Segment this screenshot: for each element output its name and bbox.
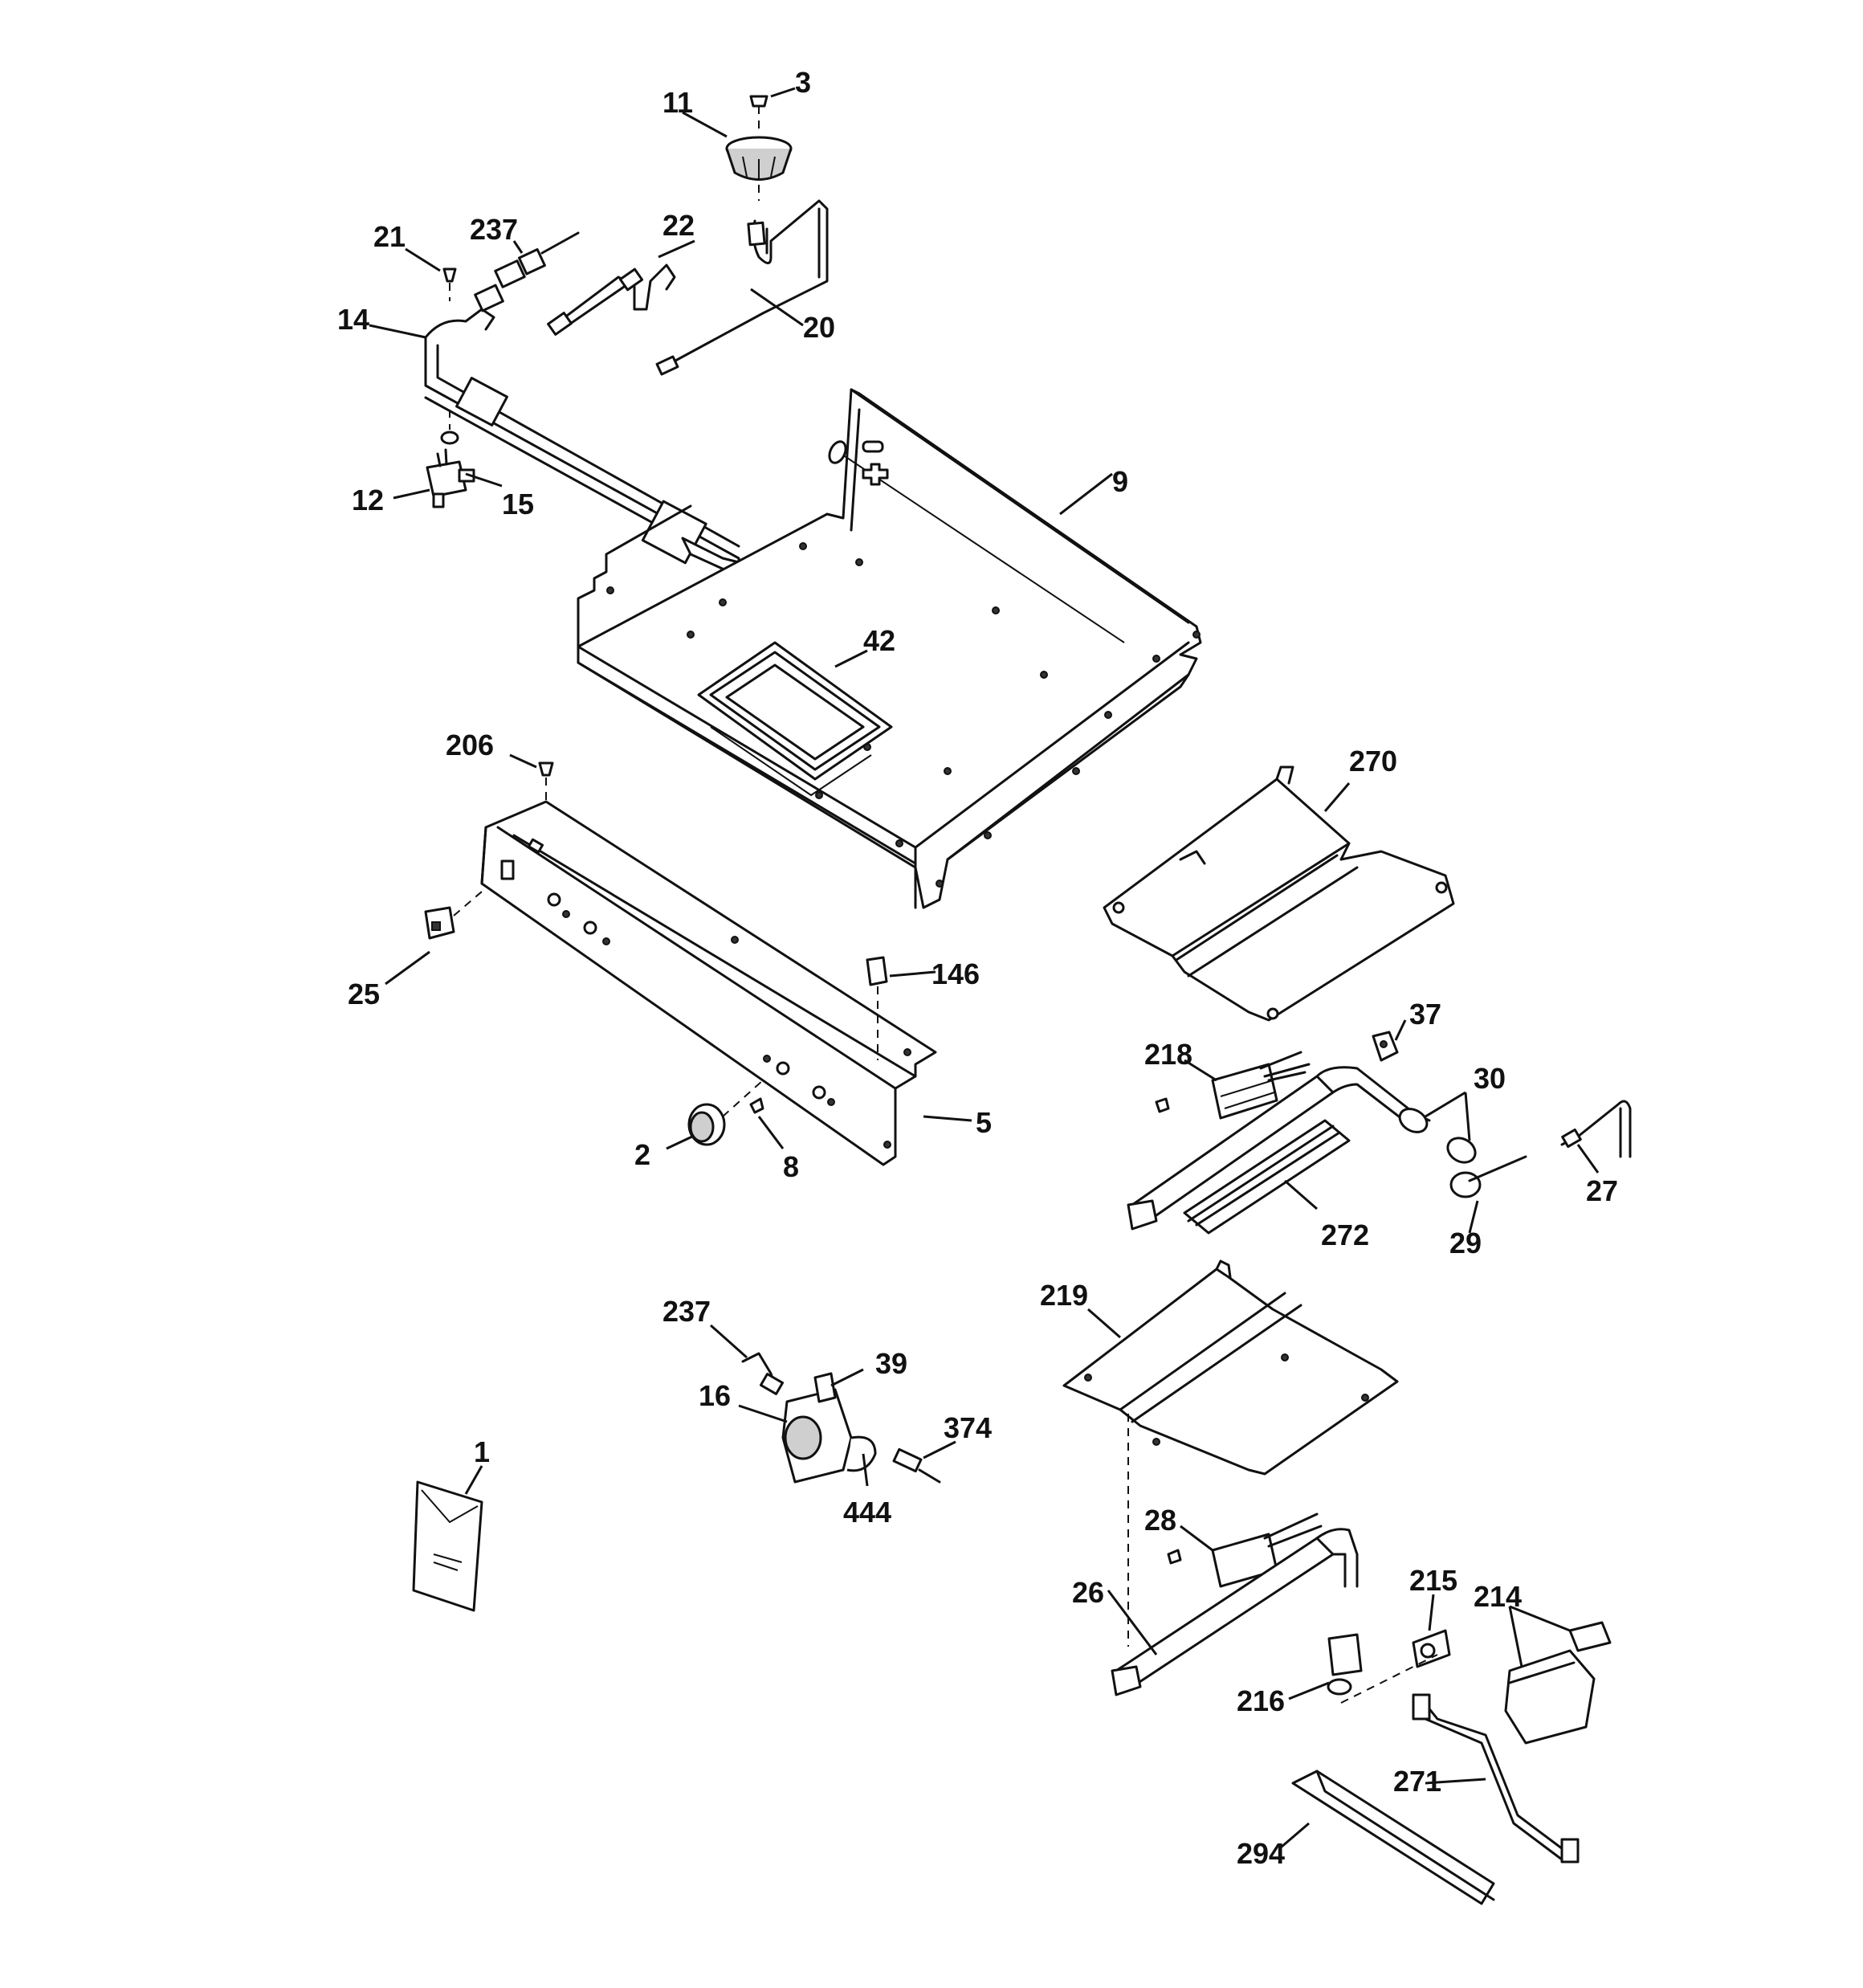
part-237-fitting-top[interactable] — [474, 231, 580, 312]
part-374-fitting[interactable] — [892, 1447, 941, 1484]
part-22-tube[interactable] — [547, 263, 676, 336]
part-27-tube[interactable] — [1560, 1100, 1632, 1158]
leader-lines — [369, 87, 1600, 1849]
part-3-screw[interactable] — [749, 95, 768, 108]
part-28-igniter[interactable] — [1167, 1512, 1323, 1588]
callout-214: 214 — [1474, 1580, 1522, 1613]
part-237-fitting-lower[interactable] — [741, 1352, 785, 1395]
part-1-envelope[interactable] — [412, 1480, 483, 1612]
callout-21: 21 — [373, 220, 406, 253]
part-21-screw[interactable] — [442, 267, 457, 301]
part-294-bracket[interactable] — [1291, 1770, 1495, 1905]
callout-272: 272 — [1321, 1219, 1369, 1251]
callout-237-lower: 237 — [662, 1295, 711, 1328]
callout-labels: 11 3 21 237 22 14 20 9 12 15 42 206 270 … — [337, 66, 1618, 1870]
callout-237: 237 — [470, 213, 518, 246]
callout-219: 219 — [1040, 1279, 1088, 1312]
callout-3: 3 — [795, 66, 811, 99]
callout-28: 28 — [1144, 1504, 1176, 1537]
part-271-tube[interactable] — [1412, 1693, 1580, 1863]
callout-270: 270 — [1349, 745, 1397, 778]
part-42-access-cover[interactable] — [697, 641, 893, 797]
part-215-bracket[interactable] — [1340, 1629, 1451, 1704]
part-270-shield[interactable] — [1103, 765, 1455, 1022]
part-12-15-valve[interactable] — [426, 410, 475, 508]
callout-29: 29 — [1449, 1227, 1482, 1259]
callout-5: 5 — [976, 1106, 992, 1139]
callout-271: 271 — [1393, 1765, 1441, 1798]
callout-26: 26 — [1072, 1576, 1104, 1609]
part-14-manifold-pipe[interactable] — [424, 308, 740, 576]
part-218-igniter[interactable] — [1155, 1051, 1311, 1120]
callout-206: 206 — [446, 729, 494, 761]
callout-30: 30 — [1474, 1062, 1506, 1095]
part-216-orifice[interactable] — [1327, 1633, 1363, 1696]
callout-215: 215 — [1409, 1564, 1457, 1597]
part-5-manifold-panel[interactable] — [480, 800, 937, 1166]
callout-15: 15 — [502, 488, 534, 520]
part-272-bake-burner[interactable] — [1127, 1066, 1431, 1235]
callout-9: 9 — [1112, 465, 1128, 498]
callout-294: 294 — [1237, 1837, 1285, 1870]
callout-39: 39 — [875, 1347, 907, 1380]
part-26-broil-burner[interactable] — [1111, 1414, 1359, 1696]
part-8-screw[interactable] — [749, 1097, 764, 1114]
callout-12: 12 — [352, 484, 384, 516]
part-11-burner-head[interactable] — [725, 106, 793, 201]
part-2-knob[interactable] — [687, 1080, 764, 1146]
callout-374: 374 — [944, 1411, 992, 1444]
callout-8: 8 — [783, 1150, 799, 1183]
callout-1: 1 — [474, 1435, 490, 1468]
part-146-bracket[interactable] — [866, 956, 888, 1060]
callout-22: 22 — [662, 209, 695, 242]
callout-216: 216 — [1237, 1684, 1285, 1717]
callout-16: 16 — [699, 1379, 731, 1412]
part-20-burner-tube[interactable] — [655, 199, 829, 376]
part-25-clip[interactable] — [424, 891, 483, 940]
callout-2: 2 — [634, 1138, 650, 1171]
part-30-orifice[interactable] — [1396, 1104, 1480, 1167]
callout-11: 11 — [662, 86, 693, 119]
callout-218: 218 — [1144, 1038, 1192, 1071]
part-206-screw[interactable] — [538, 761, 554, 802]
callout-20: 20 — [803, 311, 835, 344]
callout-14: 14 — [337, 303, 369, 336]
callout-42: 42 — [863, 624, 895, 657]
part-9-burner-box[interactable] — [577, 388, 1202, 909]
callout-25: 25 — [348, 978, 380, 1010]
part-219-shield[interactable] — [1062, 1259, 1399, 1476]
callout-27: 27 — [1586, 1174, 1618, 1207]
part-29-fitting[interactable] — [1449, 1155, 1527, 1198]
callout-37: 37 — [1409, 998, 1441, 1031]
part-16-39-pressure-regulator[interactable] — [781, 1372, 877, 1484]
callout-444: 444 — [843, 1496, 891, 1529]
callout-146: 146 — [932, 957, 980, 990]
part-214-spark-module[interactable] — [1504, 1621, 1612, 1745]
part-37-bracket[interactable] — [1372, 1031, 1399, 1062]
